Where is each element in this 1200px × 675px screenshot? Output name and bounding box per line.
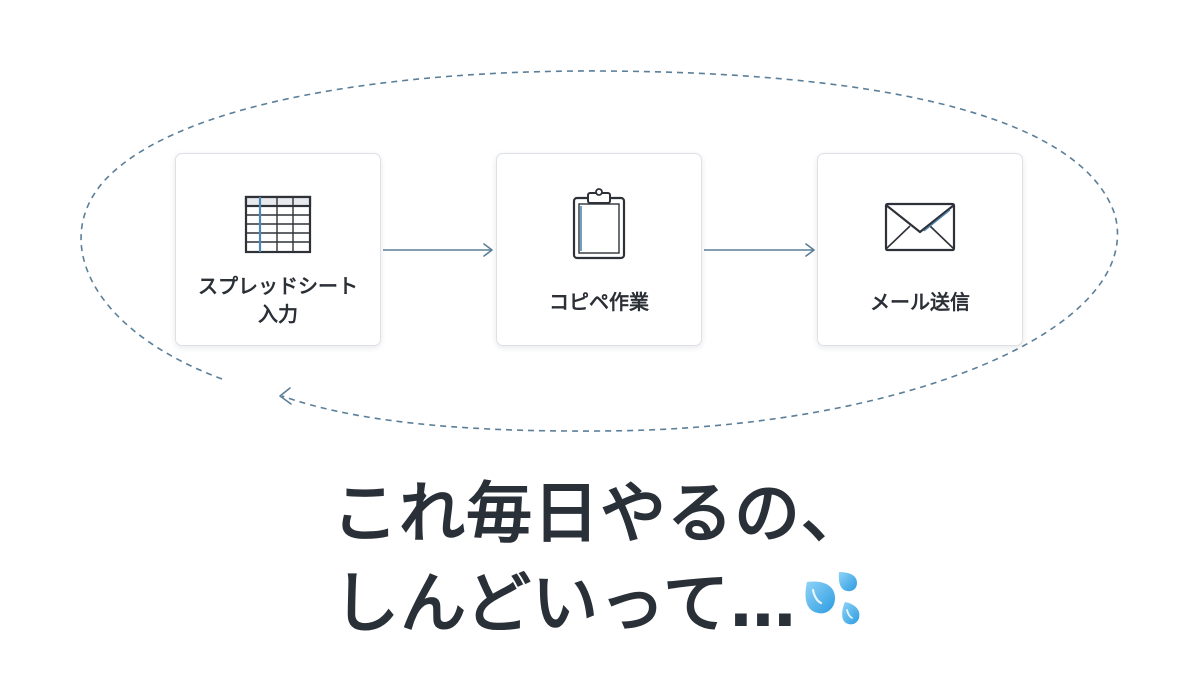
arrow-step2-to-step3 bbox=[704, 243, 815, 257]
headline-text-1: これ毎日やるの、 bbox=[332, 475, 868, 552]
loop-dashed-path bbox=[80, 70, 1119, 432]
headline-text-2: しんどいって… bbox=[333, 565, 797, 642]
arrow-step1-to-step2 bbox=[383, 243, 493, 257]
headline-line-2: しんどいって… bbox=[0, 566, 1200, 642]
headline-line-1: これ毎日やるの、 bbox=[0, 476, 1200, 552]
step-card-spreadsheet: スプレッドシート入力 bbox=[175, 153, 381, 346]
step-card-copy-paste: コピペ作業 bbox=[496, 153, 702, 346]
loop-arrowhead bbox=[279, 387, 292, 405]
step-label-send-email: メール送信 bbox=[870, 290, 970, 314]
envelope-icon bbox=[884, 202, 956, 252]
spreadsheet-icon bbox=[244, 195, 312, 254]
clipboard-icon bbox=[572, 188, 626, 260]
sweat-droplets-icon bbox=[805, 572, 860, 625]
step-label-copy-paste: コピペ作業 bbox=[549, 290, 649, 314]
step-label-spreadsheet: スプレッドシート入力 bbox=[198, 274, 358, 326]
step-card-send-email: メール送信 bbox=[817, 153, 1023, 346]
